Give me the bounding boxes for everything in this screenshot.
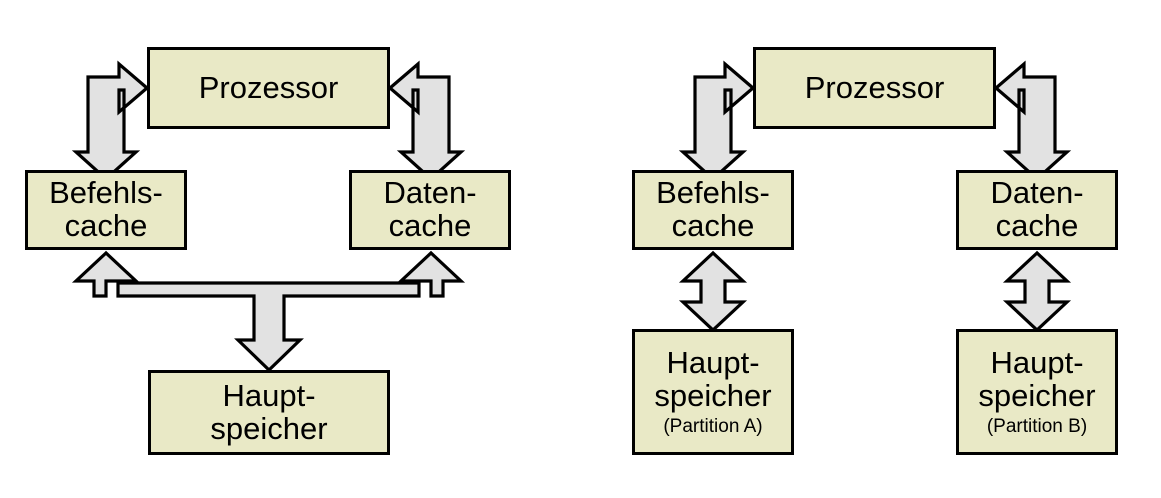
right-main-memory-b-label-line2: speicher (978, 377, 1096, 413)
left-main-memory-label-line1: Haupt- (222, 377, 316, 413)
right-data-cache-label-line2: cache (995, 208, 1079, 243)
right-processor-box[interactable]: Prozessor (753, 47, 996, 129)
left-data-cache-label-line1: Daten- (383, 175, 477, 211)
connector-left-caches-main-memory (71, 250, 466, 373)
right-main-memory-a-partition-label: (Partition A) (663, 415, 763, 437)
right-main-memory-a-label-line2: speicher (654, 377, 772, 413)
right-main-memory-b-partition-label: (Partition B) (986, 415, 1088, 437)
connector-right-processor-data-cache (993, 60, 1072, 182)
right-data-cache-box[interactable]: Daten- cache (956, 170, 1118, 250)
left-instruction-cache-label-line1: Befehls- (49, 175, 163, 211)
left-processor-label: Prozessor (198, 69, 339, 105)
right-main-memory-b-label-line1: Haupt- (990, 345, 1084, 381)
left-main-memory-box[interactable]: Haupt- speicher (148, 370, 390, 455)
right-main-memory-b-box[interactable]: Haupt- speicher (Partition B) (956, 329, 1118, 455)
connector-left-processor-instruction-cache (71, 60, 150, 182)
right-instruction-cache-label-line1: Befehls- (656, 175, 770, 211)
right-processor-label: Prozessor (804, 69, 945, 105)
right-data-cache-label-line1: Daten- (990, 175, 1084, 211)
right-instruction-cache-box[interactable]: Befehls- cache (632, 170, 794, 250)
left-data-cache-box[interactable]: Daten- cache (349, 170, 511, 250)
connector-right-instruction-cache-memory-a (678, 250, 748, 333)
connector-left-processor-data-cache (387, 60, 466, 182)
right-main-memory-a-box[interactable]: Haupt- speicher (Partition A) (632, 329, 794, 455)
right-main-memory-a-label-line1: Haupt- (666, 345, 760, 381)
left-data-cache-label-line2: cache (388, 208, 472, 243)
connector-right-data-cache-memory-b (1002, 250, 1072, 333)
left-instruction-cache-box[interactable]: Befehls- cache (25, 170, 187, 250)
connector-right-processor-instruction-cache (678, 60, 756, 182)
left-processor-box[interactable]: Prozessor (147, 47, 390, 129)
left-instruction-cache-label-line2: cache (64, 208, 148, 243)
left-main-memory-label-line2: speicher (210, 410, 328, 446)
right-instruction-cache-label-line2: cache (671, 208, 755, 243)
